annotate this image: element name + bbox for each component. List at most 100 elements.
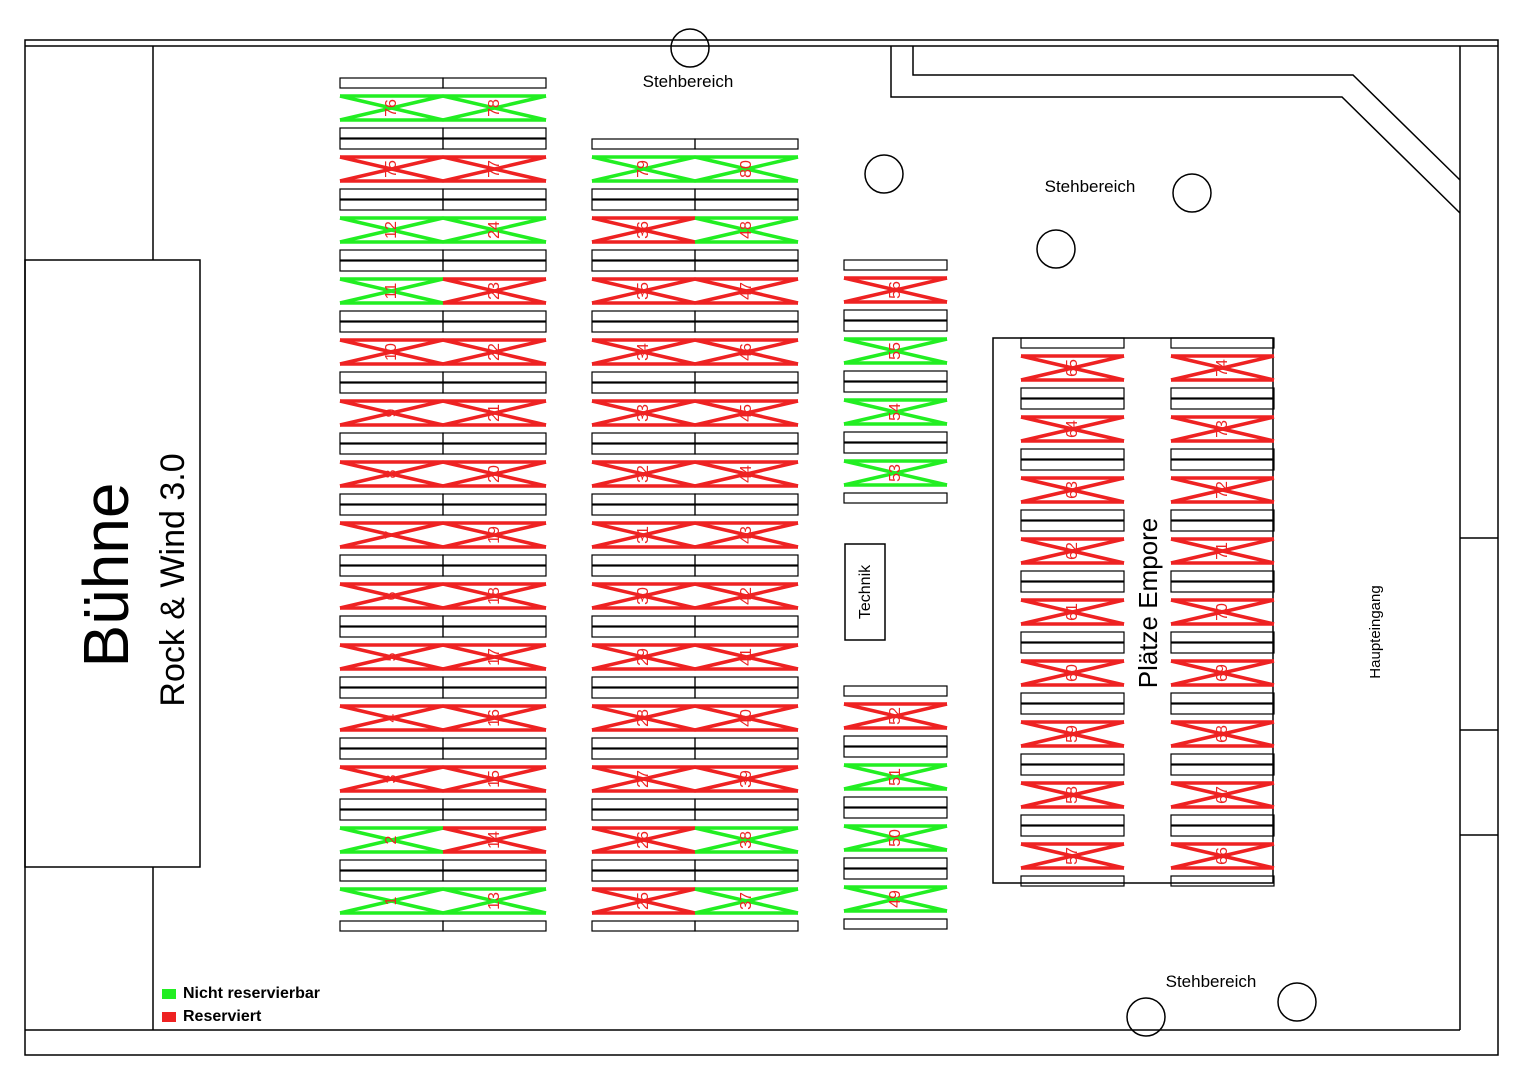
table-27[interactable]: 27 xyxy=(591,765,696,793)
table-24[interactable]: 24 xyxy=(442,216,547,244)
table-64[interactable]: 64 xyxy=(1020,415,1125,443)
seat-strip xyxy=(591,748,696,760)
stage-subtitle: Rock & Wind 3.0 xyxy=(154,453,192,706)
table-14[interactable]: 14 xyxy=(442,826,547,854)
table-1[interactable]: 1 xyxy=(339,887,444,915)
table-69[interactable]: 69 xyxy=(1170,659,1275,687)
table-29[interactable]: 29 xyxy=(591,643,696,671)
table-39[interactable]: 39 xyxy=(694,765,799,793)
table-number: 25 xyxy=(635,892,652,910)
table-63[interactable]: 63 xyxy=(1020,476,1125,504)
table-57[interactable]: 57 xyxy=(1020,842,1125,870)
table-51[interactable]: 51 xyxy=(843,763,948,791)
table-5[interactable]: 5 xyxy=(339,643,444,671)
table-45[interactable]: 45 xyxy=(694,399,799,427)
seat-strip xyxy=(591,798,696,810)
table-19[interactable]: 19 xyxy=(442,521,547,549)
table-8[interactable]: 8 xyxy=(339,460,444,488)
pillar-circle xyxy=(1126,997,1166,1037)
table-10[interactable]: 10 xyxy=(339,338,444,366)
table-21[interactable]: 21 xyxy=(442,399,547,427)
table-52[interactable]: 52 xyxy=(843,702,948,730)
table-35[interactable]: 35 xyxy=(591,277,696,305)
table-73[interactable]: 73 xyxy=(1170,415,1275,443)
table-31[interactable]: 31 xyxy=(591,521,696,549)
seat-strip xyxy=(339,809,444,821)
table-48[interactable]: 48 xyxy=(694,216,799,244)
table-80[interactable]: 80 xyxy=(694,155,799,183)
table-18[interactable]: 18 xyxy=(442,582,547,610)
table-67[interactable]: 67 xyxy=(1170,781,1275,809)
table-53[interactable]: 53 xyxy=(843,459,948,487)
table-38[interactable]: 38 xyxy=(694,826,799,854)
table-32[interactable]: 32 xyxy=(591,460,696,488)
table-66[interactable]: 66 xyxy=(1170,842,1275,870)
table-65[interactable]: 65 xyxy=(1020,354,1125,382)
seat-strip xyxy=(591,432,696,444)
table-4[interactable]: 4 xyxy=(339,704,444,732)
table-cross-mark xyxy=(694,155,799,183)
table-44[interactable]: 44 xyxy=(694,460,799,488)
table-36[interactable]: 36 xyxy=(591,216,696,244)
table-15[interactable]: 15 xyxy=(442,765,547,793)
table-40[interactable]: 40 xyxy=(694,704,799,732)
table-43[interactable]: 43 xyxy=(694,521,799,549)
table-62[interactable]: 62 xyxy=(1020,537,1125,565)
table-49[interactable]: 49 xyxy=(843,885,948,913)
table-9[interactable]: 9 xyxy=(339,399,444,427)
table-74[interactable]: 74 xyxy=(1170,354,1275,382)
seat-strip xyxy=(843,492,948,504)
table-2[interactable]: 2 xyxy=(339,826,444,854)
table-cross-mark xyxy=(442,399,547,427)
seat-strip xyxy=(843,685,948,697)
standing-area-label-bottom: Stehbereich xyxy=(1166,972,1257,991)
table-77[interactable]: 77 xyxy=(442,155,547,183)
table-54[interactable]: 54 xyxy=(843,398,948,426)
table-70[interactable]: 70 xyxy=(1170,598,1275,626)
table-11[interactable]: 11 xyxy=(339,277,444,305)
table-17[interactable]: 17 xyxy=(442,643,547,671)
table-33[interactable]: 33 xyxy=(591,399,696,427)
table-23[interactable]: 23 xyxy=(442,277,547,305)
table-13[interactable]: 13 xyxy=(442,887,547,915)
table-30[interactable]: 30 xyxy=(591,582,696,610)
table-68[interactable]: 68 xyxy=(1170,720,1275,748)
table-26[interactable]: 26 xyxy=(591,826,696,854)
table-37[interactable]: 37 xyxy=(694,887,799,915)
table-cross-mark xyxy=(1020,842,1125,870)
seat-strip xyxy=(1020,764,1125,776)
table-22[interactable]: 22 xyxy=(442,338,547,366)
table-7[interactable]: 7 xyxy=(339,521,444,549)
table-42[interactable]: 42 xyxy=(694,582,799,610)
table-78[interactable]: 78 xyxy=(442,94,547,122)
table-46[interactable]: 46 xyxy=(694,338,799,366)
seat-strip xyxy=(843,868,948,880)
table-50[interactable]: 50 xyxy=(843,824,948,852)
seat-strip xyxy=(442,127,547,139)
table-61[interactable]: 61 xyxy=(1020,598,1125,626)
table-6[interactable]: 6 xyxy=(339,582,444,610)
table-20[interactable]: 20 xyxy=(442,460,547,488)
seat-strip xyxy=(591,382,696,394)
table-47[interactable]: 47 xyxy=(694,277,799,305)
table-16[interactable]: 16 xyxy=(442,704,547,732)
table-12[interactable]: 12 xyxy=(339,216,444,244)
table-28[interactable]: 28 xyxy=(591,704,696,732)
table-76[interactable]: 76 xyxy=(339,94,444,122)
table-58[interactable]: 58 xyxy=(1020,781,1125,809)
seat-strip xyxy=(843,918,948,930)
table-60[interactable]: 60 xyxy=(1020,659,1125,687)
table-75[interactable]: 75 xyxy=(339,155,444,183)
table-34[interactable]: 34 xyxy=(591,338,696,366)
table-71[interactable]: 71 xyxy=(1170,537,1275,565)
table-55[interactable]: 55 xyxy=(843,337,948,365)
table-3[interactable]: 3 xyxy=(339,765,444,793)
seat-strip xyxy=(843,735,948,747)
table-79[interactable]: 79 xyxy=(591,155,696,183)
seat-strip xyxy=(442,676,547,688)
table-41[interactable]: 41 xyxy=(694,643,799,671)
table-72[interactable]: 72 xyxy=(1170,476,1275,504)
table-25[interactable]: 25 xyxy=(591,887,696,915)
table-56[interactable]: 56 xyxy=(843,276,948,304)
table-59[interactable]: 59 xyxy=(1020,720,1125,748)
